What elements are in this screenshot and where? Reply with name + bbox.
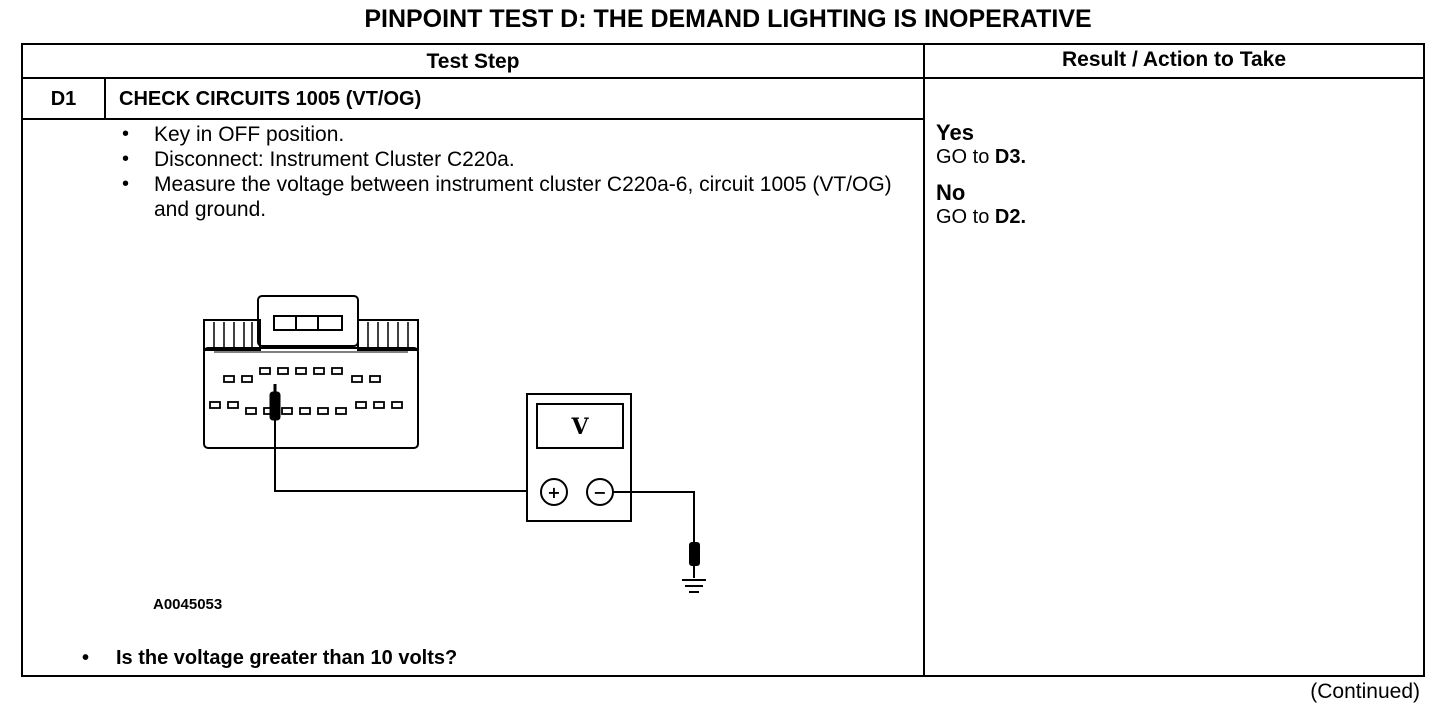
header-result-action: Result / Action to Take <box>1061 48 1287 71</box>
step-id-divider <box>104 79 106 119</box>
voltmeter-display <box>536 403 624 449</box>
instrument-cluster-connector <box>203 347 419 449</box>
result-no-target: D2. <box>994 206 1027 228</box>
voltmeter-symbol: V <box>570 414 589 440</box>
result-no-prefix: GO to <box>936 206 995 228</box>
wiring-diagram: V + − <box>203 295 706 593</box>
result-yes-prefix: GO to <box>936 146 995 168</box>
step-heading: CHECK CIRCUITS 1005 (VT/OG) <box>119 88 422 110</box>
result-no-action: GO to D2. <box>936 205 1026 229</box>
connector-shoulder-left <box>203 319 261 351</box>
plus-symbol: + <box>547 483 560 502</box>
negative-probe <box>689 542 700 566</box>
instruction-item: Disconnect: Instrument Cluster C220a. <box>112 147 902 172</box>
step-instructions: Key in OFF position. Disconnect: Instrum… <box>112 122 902 222</box>
step-heading-divider <box>23 118 923 120</box>
positive-terminal <box>540 478 568 506</box>
result-yes-action: GO to D3. <box>936 145 1026 169</box>
minus-symbol: − <box>593 483 606 502</box>
positive-test-lead <box>274 420 528 492</box>
continued-note: (Continued) <box>1310 680 1420 703</box>
column-divider <box>923 45 925 675</box>
step-question: Is the voltage greater than 10 volts? <box>82 645 457 671</box>
result-yes-target: D3. <box>994 146 1027 168</box>
step-id: D1 <box>50 88 77 110</box>
instruction-item: Measure the voltage between instrument c… <box>112 172 894 222</box>
voltmeter <box>526 393 632 522</box>
positive-probe <box>269 384 281 421</box>
header-divider <box>23 77 1423 79</box>
result-no-label: No <box>936 180 966 205</box>
instruction-item: Key in OFF position. <box>112 122 902 147</box>
figure-id: A0045053 <box>153 596 223 613</box>
result-yes-label: Yes <box>936 120 974 145</box>
ground-icon <box>682 579 706 593</box>
negative-test-lead <box>613 491 695 544</box>
header-test-step: Test Step <box>426 50 520 73</box>
page-title: PINPOINT TEST D: THE DEMAND LIGHTING IS … <box>364 5 1092 33</box>
connector-latch-slot <box>273 315 343 331</box>
pinpoint-test-table: Test Step Result / Action to Take D1 CHE… <box>21 43 1425 677</box>
connector-shoulder-right <box>357 319 419 351</box>
